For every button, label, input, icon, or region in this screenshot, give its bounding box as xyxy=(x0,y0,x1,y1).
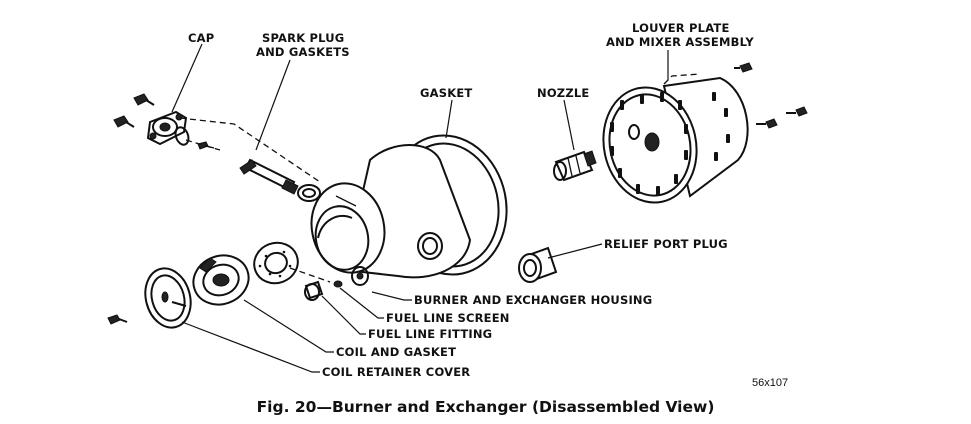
spark-plug-part xyxy=(197,141,321,202)
cap-screw-lower xyxy=(113,115,135,128)
burner-housing-part xyxy=(310,134,508,286)
coil-and-gasket-part xyxy=(192,241,299,306)
cap-screw-upper xyxy=(133,93,155,106)
spark-plug-label-line2: AND GASKETS xyxy=(256,45,350,59)
figure-title: Burner and Exchanger (Disassembled View) xyxy=(331,398,715,416)
spark-plug-label-line1: SPARK PLUG xyxy=(262,31,344,45)
gasket-label: GASKET xyxy=(420,86,472,100)
plug-alignment-line xyxy=(185,139,221,151)
cap-part xyxy=(146,110,190,146)
cap-label: CAP xyxy=(188,31,214,45)
coil-alignment-line xyxy=(289,267,331,283)
louver-alignment-line xyxy=(663,73,701,85)
coil-retainer-cover-label: COIL RETAINER COVER xyxy=(322,365,470,379)
louver-screw-top xyxy=(734,62,753,73)
fuel-line-screen-label: FUEL LINE SCREEN xyxy=(386,311,510,325)
louver-screw-right-1 xyxy=(756,118,778,129)
louver-label-line2: AND MIXER ASSEMBLY xyxy=(606,35,754,49)
caption-dash: — xyxy=(316,398,332,416)
cap-alignment-line xyxy=(179,117,321,183)
louver-screw-right-2 xyxy=(786,106,808,117)
leader-lines xyxy=(171,43,669,373)
coil-and-gasket-label: COIL AND GASKET xyxy=(336,345,456,359)
louver-plate-part xyxy=(602,76,749,204)
louver-label-line1: LOUVER PLATE xyxy=(632,21,730,35)
burner-housing-label: BURNER AND EXCHANGER HOUSING xyxy=(414,293,652,307)
cover-screw xyxy=(107,314,128,325)
nozzle-part xyxy=(553,150,597,182)
nozzle-label: NOZZLE xyxy=(537,86,589,100)
relief-port-plug-part xyxy=(518,246,558,283)
fuel-line-fitting-label: FUEL LINE FITTING xyxy=(368,327,492,341)
figure-number: Fig. 20 xyxy=(256,398,317,416)
reference-number: 56x107 xyxy=(752,377,788,389)
relief-port-plug-label: RELIEF PORT PLUG xyxy=(604,237,728,251)
fuel-line-fitting-part xyxy=(304,280,324,301)
fuel-line-screen-part xyxy=(333,280,343,288)
figure-caption: Fig. 20—Burner and Exchanger (Disassembl… xyxy=(0,398,971,416)
coil-retainer-cover-part xyxy=(144,267,192,329)
